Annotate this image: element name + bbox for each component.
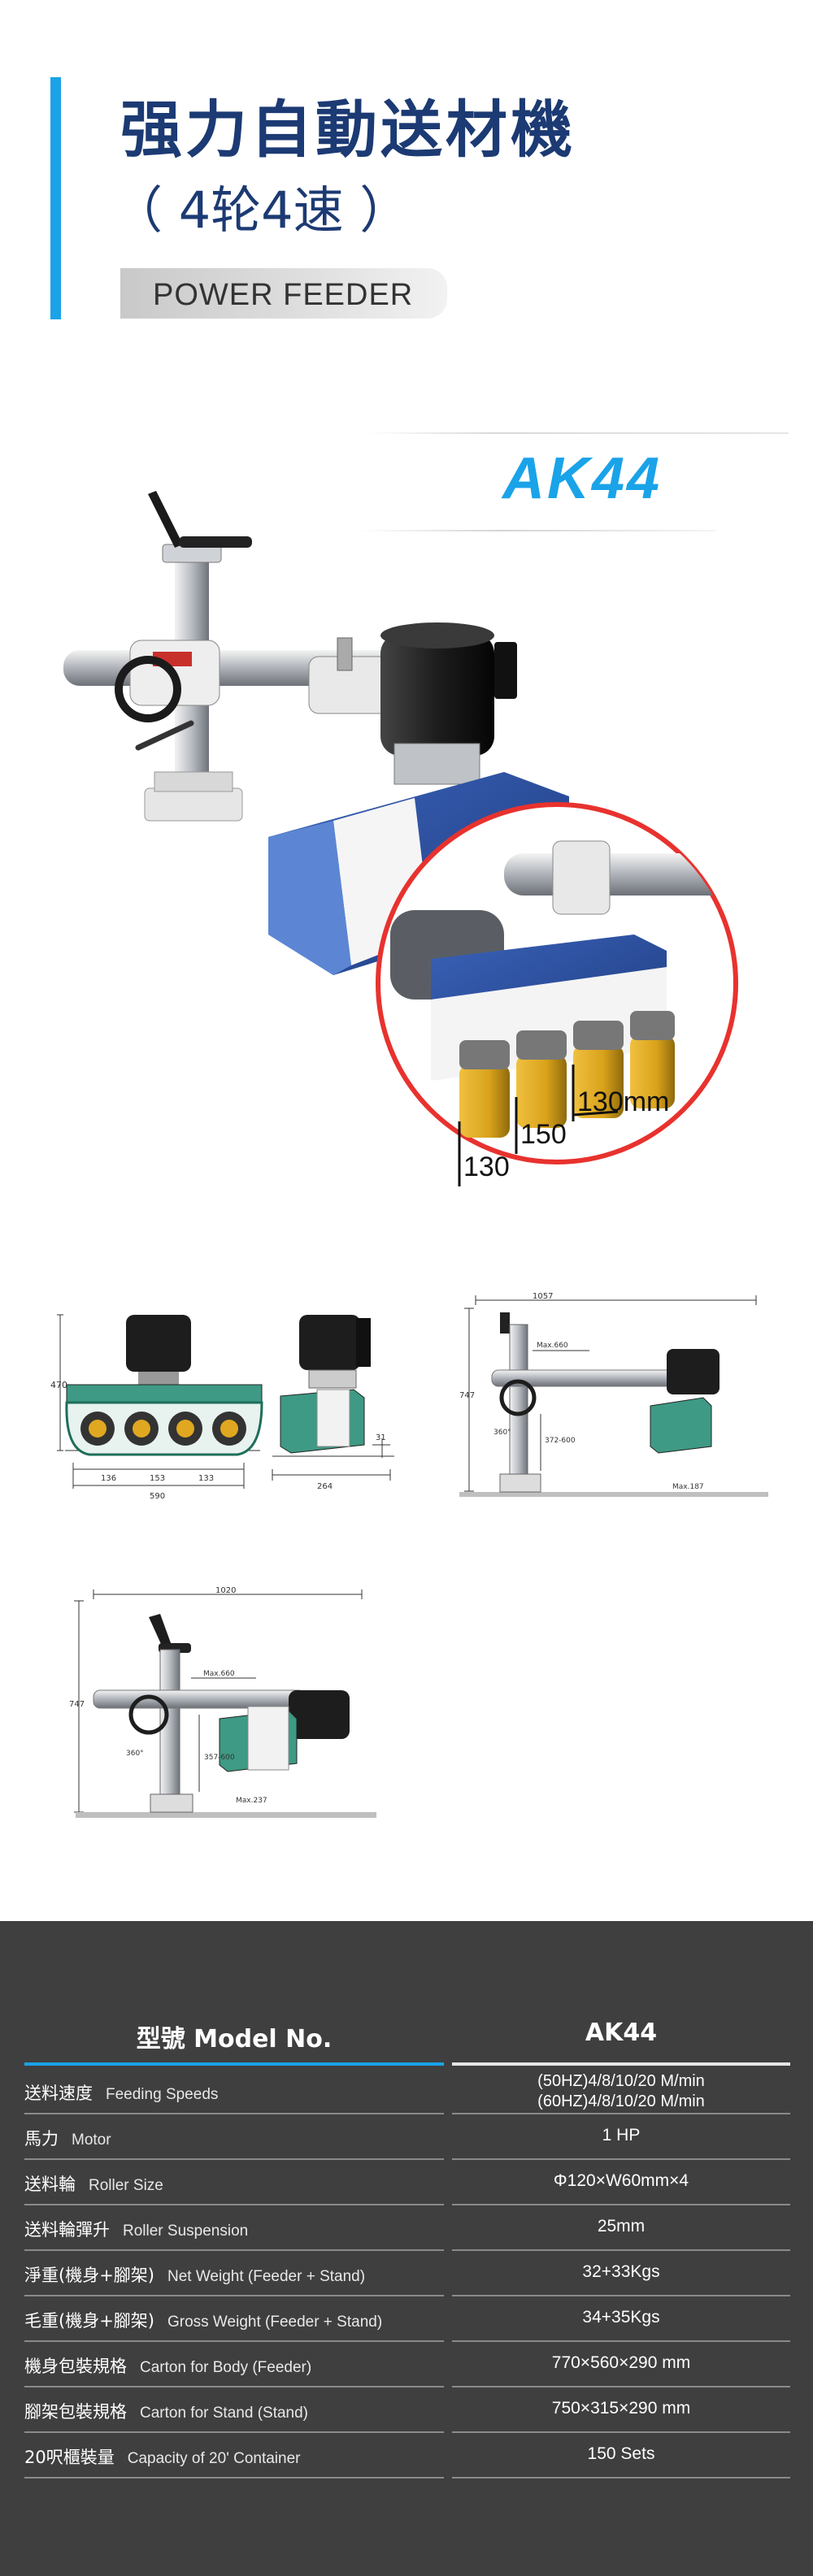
spec-label-zh: 毛重(機身+腳架) (24, 2311, 154, 2331)
spec-label-en: Motor (72, 2131, 111, 2149)
spec-label-zh: 淨重(機身+腳架) (24, 2266, 154, 2285)
stand2-base-label: Max.237 (236, 1797, 267, 1805)
spec-row-container-capacity: 20呎櫃裝量 Capacity of 20' Container 150 Sets (24, 2433, 790, 2478)
spec-label-zh: 送料速度 (24, 2084, 93, 2103)
stand-column (135, 491, 252, 822)
front-spacing-c-label: 133 (198, 1474, 214, 1483)
front-width-label: 590 (150, 1492, 165, 1501)
dim-150-label: 150 (520, 1119, 567, 1150)
side-view-drawing: 31 264 (268, 1300, 398, 1520)
spec-value: 32+33Kgs (582, 2262, 660, 2281)
stand1-height-label: 747 (459, 1391, 475, 1400)
dim-130mm-label: 130mm (577, 1086, 669, 1117)
english-name-tag: POWER FEEDER (120, 268, 447, 319)
spec-value: (50HZ)4/8/10/20 M/min (60HZ)4/8/10/20 M/m… (452, 2071, 790, 2112)
side-gap-label: 31 (376, 1433, 386, 1442)
front-spacing-a-label: 136 (101, 1474, 116, 1483)
stand2-rotation-label: 360° (126, 1750, 144, 1758)
stand1-rotation-label: 360° (493, 1429, 511, 1437)
spec-value-60hz: (60HZ)4/8/10/20 M/min (537, 2092, 705, 2110)
roller-spacing-dimensions (458, 1065, 619, 1186)
stand2-reach-label: Max.660 (203, 1670, 235, 1678)
spec-value: 1 HP (602, 2126, 641, 2144)
spec-row-net-weight: 淨重(機身+腳架) Net Weight (Feeder + Stand) 32+… (24, 2251, 790, 2296)
spec-label-en: Net Weight (Feeder + Stand) (167, 2268, 366, 2285)
model-badge: AK44 (502, 446, 663, 511)
spec-header-model-label: 型號 Model No. (24, 2009, 444, 2066)
spec-label-en: Capacity of 20' Container (127, 2450, 301, 2467)
spec-label-zh: 20呎櫃裝量 (24, 2448, 115, 2467)
spec-row-carton-body: 機身包裝規格 Carton for Body (Feeder) 770×560×2… (24, 2342, 790, 2387)
spec-value: 750×315×290 mm (551, 2399, 691, 2418)
spec-value: 770×560×290 mm (551, 2353, 691, 2372)
spec-row-roller-size: 送料輪 Roller Size Φ120×W60mm×4 (24, 2160, 790, 2205)
stand2-height-label: 747 (69, 1700, 85, 1709)
page-title: 强力自動送材機 (120, 93, 576, 166)
spec-label-en: Gross Weight (Feeder + Stand) (167, 2314, 383, 2331)
spec-header-value-text: AK44 (585, 2019, 658, 2047)
front-view-drawing: 470 136 153 133 590 (49, 1300, 276, 1520)
spec-header-label-text: 型號 Model No. (136, 2025, 333, 2053)
spec-row-gross-weight: 毛重(機身+腳架) Gross Weight (Feeder + Stand) 3… (24, 2296, 790, 2342)
spec-label-en: Roller Size (89, 2177, 163, 2194)
spec-label-zh: 送料輪 (24, 2175, 76, 2194)
spec-row-roller-suspension: 送料輪彈升 Roller Suspension 25mm (24, 2205, 790, 2251)
stand-drawing-1: 1057 747 Max.660 372-600 360° Max.187 (459, 1292, 772, 1511)
spec-label-zh: 馬力 (24, 2129, 59, 2149)
stand1-reach-label: Max.660 (537, 1342, 568, 1350)
page-subtitle: （ 4轮4速 ） (112, 180, 411, 240)
english-name: POWER FEEDER (153, 278, 414, 312)
motor (380, 622, 517, 785)
spec-value: 34+35Kgs (582, 2308, 660, 2327)
spec-row-carton-stand: 腳架包裝規格 Carton for Stand (Stand) 750×315×2… (24, 2387, 790, 2433)
spec-value: Φ120×W60mm×4 (553, 2171, 689, 2190)
stand1-lift-label: 372-600 (545, 1437, 576, 1445)
spec-label-zh: 機身包裝規格 (24, 2357, 127, 2376)
spec-label-zh: 送料輪彈升 (24, 2220, 110, 2240)
stand1-width-label: 1057 (533, 1292, 553, 1301)
stand1-base-label: Max.187 (672, 1483, 704, 1491)
spec-row-feeding-speeds: 送料速度 Feeding Speeds (50HZ)4/8/10/20 M/min… (24, 2069, 790, 2114)
front-view-rollers (80, 1412, 246, 1446)
stand2-lift-label: 357-600 (204, 1754, 235, 1762)
model-line-bottom (358, 530, 715, 531)
spec-label-en: Roller Suspension (123, 2223, 249, 2240)
spec-label-en: Feeding Speeds (106, 2086, 219, 2103)
title-accent-bar (50, 77, 61, 319)
zoom-detail (390, 840, 736, 1138)
stand2-width-label: 1020 (215, 1586, 236, 1595)
dim-130-label: 130 (463, 1151, 510, 1182)
stand-drawing-2: 1020 747 Max.660 357-600 360° Max.237 (69, 1585, 382, 1828)
spec-table: 型號 Model No. AK44 送料速度 Feeding Speeds (50… (0, 1921, 813, 2576)
spec-value-50hz: (50HZ)4/8/10/20 M/min (537, 2072, 705, 2090)
spec-value: 25mm (597, 2217, 646, 2236)
spec-value: 150 Sets (587, 2444, 655, 2463)
spec-header-model-value: AK44 (452, 2009, 790, 2066)
spec-row-motor: 馬力 Motor 1 HP (24, 2114, 790, 2160)
product-photo: 130mm 150 130 (49, 479, 764, 1186)
spec-label-en: Carton for Body (Feeder) (140, 2359, 312, 2376)
front-spacing-b-label: 153 (150, 1474, 165, 1483)
feed-rollers (459, 1011, 675, 1138)
side-depth-label: 264 (317, 1482, 333, 1491)
front-height-label: 470 (50, 1380, 67, 1390)
spec-label-en: Carton for Stand (Stand) (140, 2405, 308, 2422)
spec-label-zh: 腳架包裝規格 (24, 2402, 127, 2422)
model-line-top (366, 432, 789, 434)
